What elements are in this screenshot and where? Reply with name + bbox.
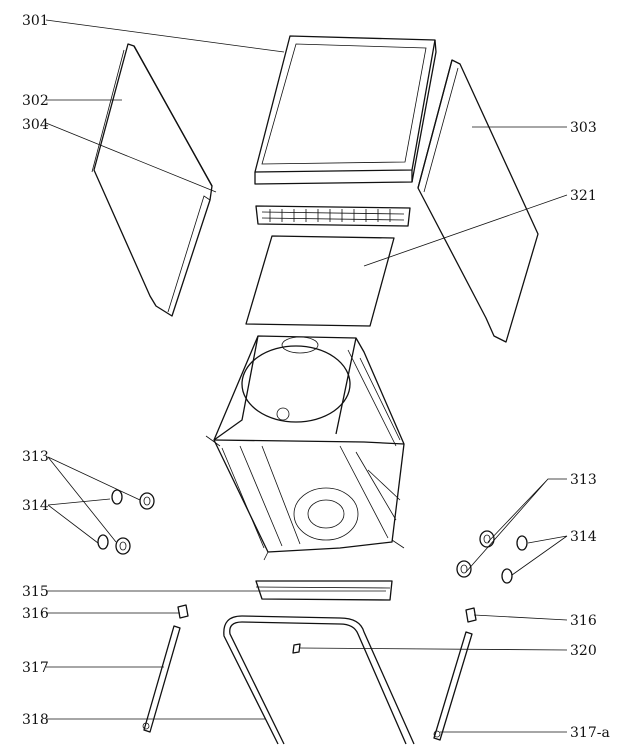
callout-313-right: 313 xyxy=(570,472,597,488)
part-321-insulation-sheet xyxy=(245,235,395,327)
part-302-left-side-panel xyxy=(91,43,213,317)
part-301-top-cover xyxy=(254,35,437,185)
part-318-door-gasket xyxy=(223,615,415,745)
part-314-right-washer-upper xyxy=(516,535,528,551)
leader-lines xyxy=(45,19,568,733)
callout-302: 302 xyxy=(22,93,49,109)
main-tub-body xyxy=(205,335,405,561)
part-313-left-foot-lower xyxy=(115,537,131,555)
callout-316-left: 316 xyxy=(22,606,49,622)
callout-321: 321 xyxy=(570,188,597,204)
callout-313-left: 313 xyxy=(22,449,49,465)
part-320-clip xyxy=(292,643,301,654)
part-313-left-foot-upper xyxy=(139,492,155,510)
part-317-left-door-strip xyxy=(142,625,181,733)
part-316-left-hinge-cap xyxy=(177,604,189,619)
callout-316-right: 316 xyxy=(570,613,597,629)
part-313-right-foot-upper xyxy=(479,530,495,548)
callout-303: 303 xyxy=(570,120,597,136)
part-314-left-washer-lower xyxy=(97,534,109,550)
callout-317a: 317-a xyxy=(570,725,610,741)
callout-301: 301 xyxy=(22,13,49,29)
callout-318: 318 xyxy=(22,712,49,728)
callout-320: 320 xyxy=(570,643,597,659)
callout-304: 304 xyxy=(22,117,49,133)
part-314-right-washer-lower xyxy=(501,568,513,584)
callout-317: 317 xyxy=(22,660,49,676)
callout-314-right: 314 xyxy=(570,529,597,545)
part-316-right-hinge-cap xyxy=(465,607,477,623)
part-313-right-foot-lower xyxy=(456,560,472,578)
callout-315: 315 xyxy=(22,584,49,600)
part-315-bottom-rail xyxy=(255,580,393,601)
part-317a-right-door-strip xyxy=(433,631,473,741)
part-303-right-side-panel xyxy=(417,59,539,343)
part-304-top-rail xyxy=(255,205,411,227)
callout-314-left: 314 xyxy=(22,498,49,514)
part-314-left-washer-upper xyxy=(111,489,123,505)
